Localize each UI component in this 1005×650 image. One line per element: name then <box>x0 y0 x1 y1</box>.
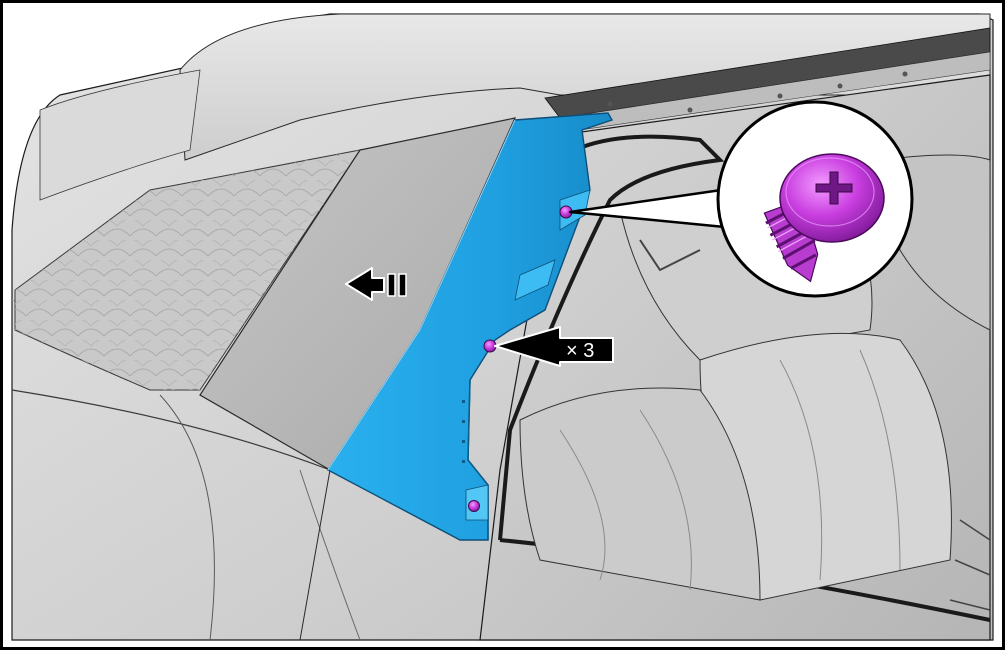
pillar-edge-line <box>299 469 331 641</box>
screw-lower <box>468 500 480 512</box>
textured-quarter-panel <box>14 149 362 391</box>
quantity-label: × 3 <box>566 340 594 362</box>
quantity-pointer: × 3 <box>494 326 614 367</box>
phillips-truss-head-screw-icon <box>763 153 885 283</box>
removal-direction-arrow-icon <box>345 267 407 301</box>
